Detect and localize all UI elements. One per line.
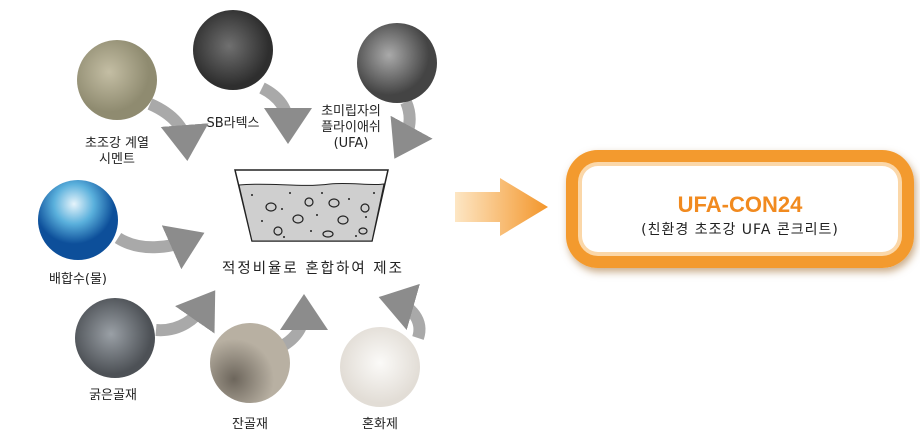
label-fine-aggregate: 잔골재 [232,417,268,432]
label-cement-line2: 시멘트 [99,152,135,167]
label-ufa-line2: 플라이애쉬 [321,120,381,135]
water-image [38,180,118,260]
label-ufa: 초미립자의 플라이애쉬 (UFA) [321,104,381,152]
mixing-bucket-icon [234,169,389,242]
label-sb-latex: SB라텍스 [206,116,260,131]
arrow-water [114,225,205,270]
arrow-sb-latex [259,82,312,144]
admixture-image [340,327,420,407]
coarse-aggregate-image [75,298,155,378]
label-ufa-line3: (UFA) [333,136,369,151]
label-cement-line1: 초조강 계열 [85,136,149,151]
arrow-admixture [378,283,426,340]
label-admixture: 혼화제 [362,417,398,432]
result-title: UFA-CON24 [677,192,803,217]
big-arrow-icon [455,178,548,236]
result-box: UFA-CON24 (친환경 초조강 UFA 콘크리트) [566,150,914,268]
arrow-coarse-aggregate [155,290,216,337]
arrow-cement [147,98,209,161]
arrow-fine-aggregate [279,294,328,351]
fine-aggregate-image [210,323,290,403]
label-coarse-aggregate: 굵은골재 [89,388,137,403]
label-cement: 초조강 계열 시멘트 [85,136,149,168]
sb-latex-image [193,10,273,90]
process-caption: 적정비율로 혼합하여 제조 [222,261,404,277]
cement-image [77,40,157,120]
result-subtitle: (친환경 초조강 UFA 콘크리트) [641,222,839,238]
label-ufa-line1: 초미립자의 [321,104,381,119]
arrow-ufa [390,99,433,159]
ufa-image [357,23,437,103]
label-water: 배합수(물) [49,272,107,287]
